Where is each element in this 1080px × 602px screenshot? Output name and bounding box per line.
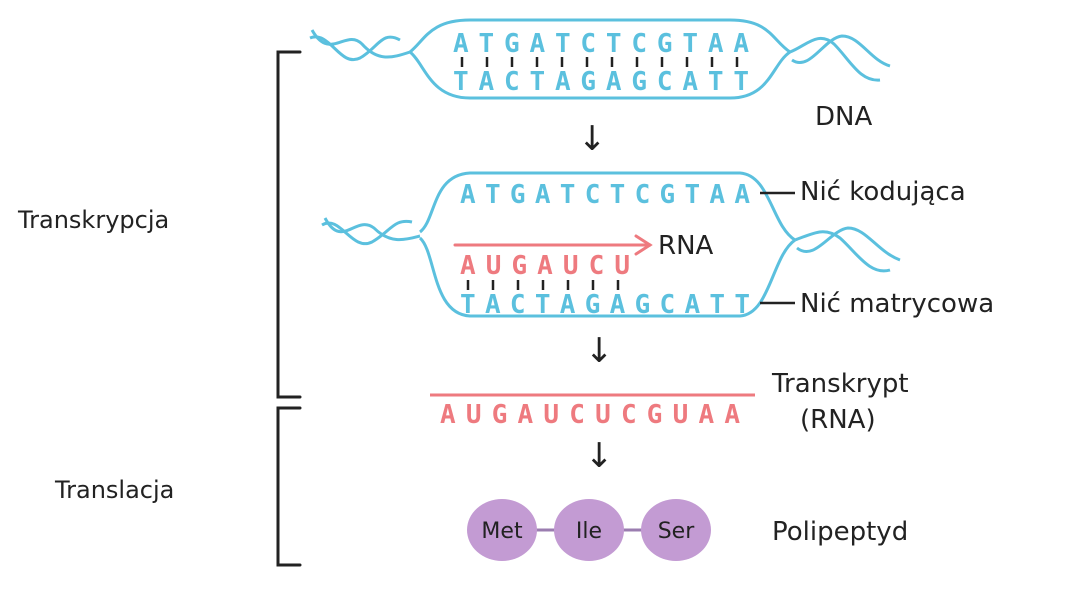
translation-bracket [276, 406, 302, 567]
dna-base-pair-ticks [460, 57, 739, 67]
transcript-label-line1: Transkrypt [771, 369, 909, 399]
transcript-label-line2: (RNA) [800, 405, 876, 435]
transcription-bracket [276, 50, 302, 399]
rna-partial-sequence: AUGAUCU [460, 251, 630, 281]
down-arrow-2: ↓ [585, 331, 614, 371]
template-strand-label: Nić matrycowa [800, 289, 994, 319]
dna-label: DNA [815, 102, 872, 132]
translation-label: Translacja [54, 476, 174, 504]
rna-synthesis-arrow [453, 234, 653, 256]
down-arrow-3: ↓ [585, 436, 614, 476]
amino-acid-met [467, 499, 537, 561]
dna-top-sequence: ATGATCTCGTAA [453, 29, 749, 59]
transcription-bubble [321, 171, 901, 318]
dna-double-strand [309, 18, 891, 100]
amino-acid-ile [554, 499, 624, 561]
rna-label: RNA [658, 231, 714, 261]
coding-strand-sequence: ATGATCTCGTAA [460, 180, 750, 210]
amino-acid-ser [641, 499, 711, 561]
transcription-label: Transkrypcja [17, 206, 169, 234]
coding-strand-label: Nić kodująca [800, 177, 966, 207]
amino-acid-met-label: Met [481, 519, 523, 544]
dna-bottom-sequence: TACTAGAGCATT [453, 67, 749, 97]
polypeptide-chain: Met Ile Ser [467, 499, 711, 561]
amino-acid-ser-label: Ser [658, 519, 696, 544]
amino-acid-ile-label: Ile [576, 519, 602, 544]
rna-base-pair-ticks [466, 280, 620, 290]
polypeptide-label: Polipeptyd [772, 517, 908, 547]
transcript-sequence: AUGAUCUCGUAA [440, 400, 740, 430]
down-arrow-1: ↓ [578, 119, 607, 159]
